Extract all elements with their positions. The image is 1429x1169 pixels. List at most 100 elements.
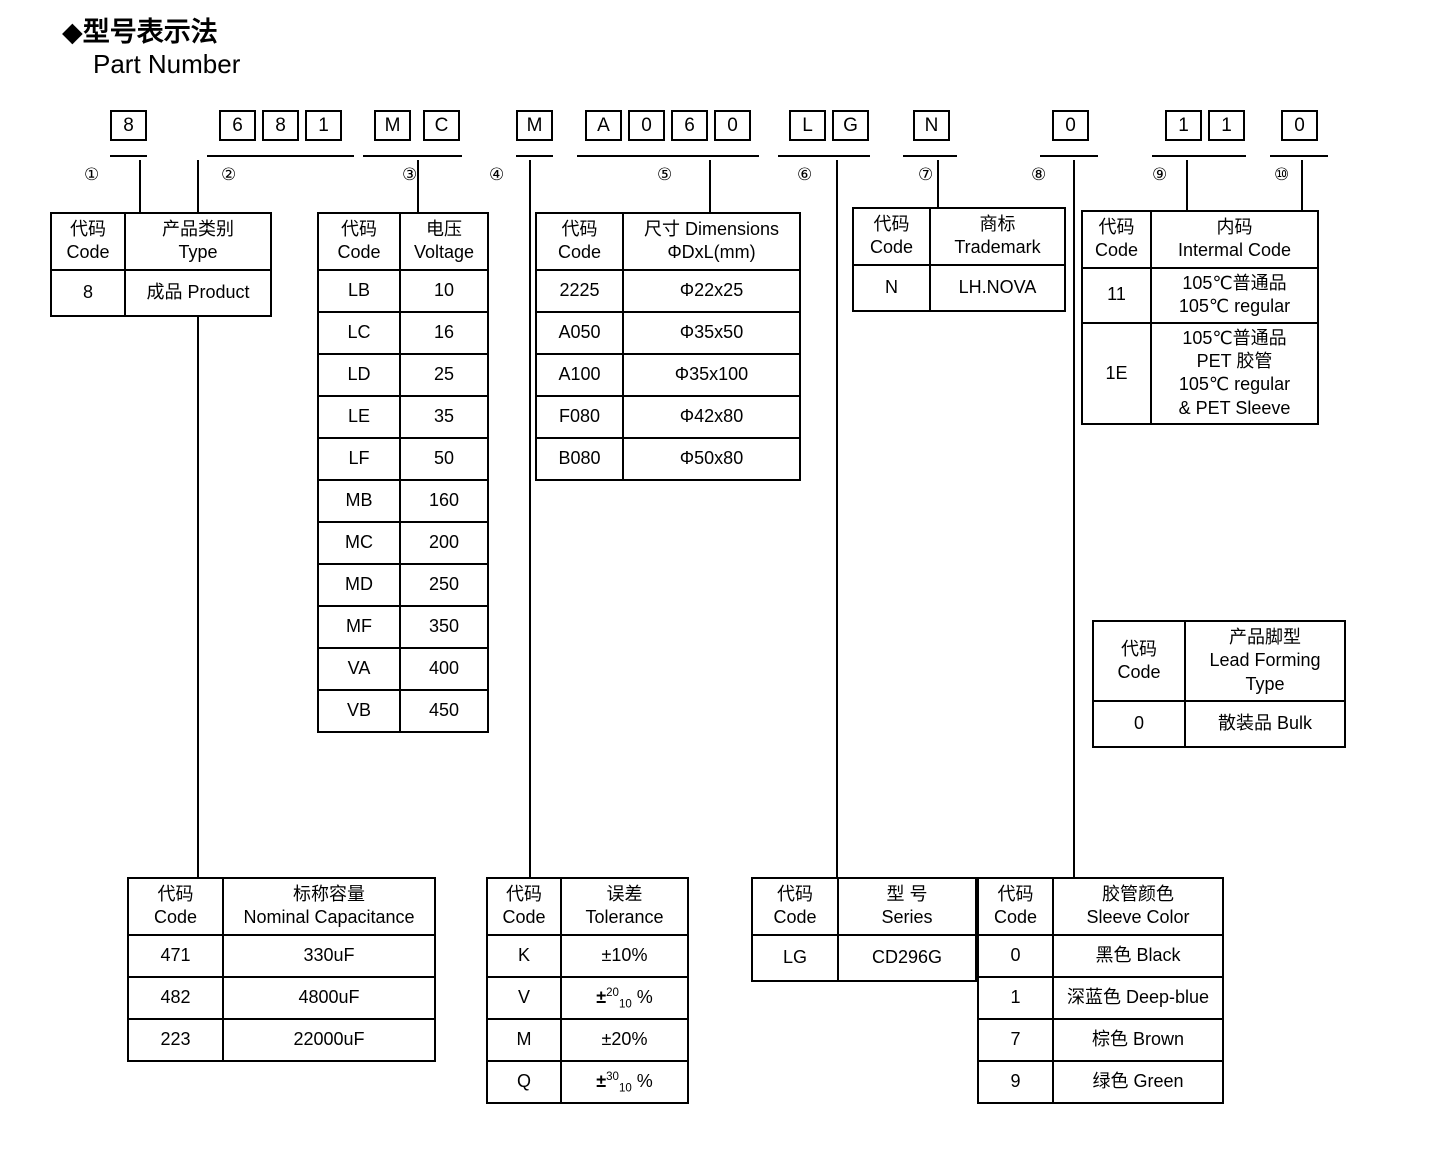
cell-value: 350	[399, 604, 489, 649]
table-header-row: 代码 Code 商标 Trademark	[852, 207, 1066, 266]
cell-value: 250	[399, 562, 489, 607]
group-index-5: ⑤	[657, 165, 673, 184]
group-index-4: ④	[489, 165, 505, 184]
table-row: 11 105℃普通品 105℃ regular	[1081, 266, 1319, 324]
cell-code: A050	[535, 310, 624, 355]
code-box-5-4: 0	[714, 110, 751, 141]
cell-code: VA	[317, 646, 401, 691]
table-row: K ±10%	[486, 933, 689, 978]
cell-value: 黑色 Black	[1052, 933, 1224, 978]
group-index-9: ⑨	[1152, 165, 1168, 184]
cell-code: F080	[535, 394, 624, 439]
header-value: 尺寸 Dimensions ΦDxL(mm)	[622, 212, 801, 271]
group-index-7: ⑦	[918, 165, 934, 184]
cell-value: 160	[399, 478, 489, 523]
connector-line-2	[197, 160, 199, 877]
cell-code: Q	[486, 1059, 562, 1104]
connector-line-5	[709, 160, 711, 212]
connector-line-4	[529, 160, 531, 877]
group-underline-7	[903, 155, 957, 157]
page-title-cn: ◆型号表示法	[62, 17, 218, 47]
connector-line-6	[836, 160, 838, 877]
cell-code: 2225	[535, 268, 624, 313]
header-code: 代码 Code	[1092, 619, 1186, 703]
header-code: 代码 Code	[977, 877, 1054, 936]
code-box-2-1: 6	[219, 110, 256, 141]
group-index-3: ③	[402, 165, 418, 184]
cell-value: 330uF	[222, 933, 436, 978]
table-header-row: 代码 Code 标称容量 Nominal Capacitance	[127, 877, 436, 936]
cell-value: 22000uF	[222, 1017, 436, 1062]
table-internal-code: 代码 Code 内码 Intermal Code 11 105℃普通品 105℃…	[1081, 210, 1319, 426]
group-index-6: ⑥	[797, 165, 813, 184]
header-value: 电压 Voltage	[399, 212, 489, 271]
header-code: 代码 Code	[317, 212, 401, 271]
header-value: 误差 Tolerance	[560, 877, 689, 936]
cell-code: 8	[50, 268, 126, 317]
code-box-3-1: M	[374, 110, 411, 141]
header-value: 型 号 Series	[837, 877, 977, 936]
table-lead-forming: 代码 Code 产品脚型 Lead Forming Type 0 散装品 Bul…	[1092, 619, 1346, 749]
group-underline-4	[516, 155, 553, 157]
code-box-5-3: 6	[671, 110, 708, 141]
cell-code: 9	[977, 1059, 1054, 1104]
table-header-row: 代码 Code 误差 Tolerance	[486, 877, 689, 936]
table-trademark: 代码 Code 商标 Trademark N LH.NOVA	[852, 207, 1066, 312]
header-code: 代码 Code	[852, 207, 931, 266]
header-code: 代码 Code	[50, 212, 126, 271]
cell-code: LF	[317, 436, 401, 481]
cell-code: MC	[317, 520, 401, 565]
code-box-2-3: 1	[305, 110, 342, 141]
cell-code: LG	[751, 933, 839, 982]
cell-code: 223	[127, 1017, 224, 1062]
cell-value: 50	[399, 436, 489, 481]
cell-code: 471	[127, 933, 224, 978]
table-type: 代码 Code 产品类别 Type 8 成品 Product	[50, 212, 272, 317]
header-value: 标称容量 Nominal Capacitance	[222, 877, 436, 936]
cell-code: V	[486, 975, 562, 1020]
group-index-1: ①	[84, 165, 100, 184]
code-box-2-2: 8	[262, 110, 299, 141]
header-code: 代码 Code	[127, 877, 224, 936]
cell-code: K	[486, 933, 562, 978]
cell-code: M	[486, 1017, 562, 1062]
code-box-7-1: N	[913, 110, 950, 141]
cell-value: Φ22x25	[622, 268, 801, 313]
code-box-5-1: A	[585, 110, 622, 141]
code-box-9-1: 1	[1165, 110, 1202, 141]
table-row: Q ±3010 %	[486, 1059, 689, 1104]
table-header-row: 代码 Code 型 号 Series	[751, 877, 977, 936]
header-code: 代码 Code	[486, 877, 562, 936]
cell-value: 450	[399, 688, 489, 733]
header-value: 商标 Trademark	[929, 207, 1066, 266]
cell-value: 105℃普通品 105℃ regular	[1150, 266, 1319, 324]
code-box-1-1: 8	[110, 110, 147, 141]
group-underline-1	[110, 155, 147, 157]
cell-code: B080	[535, 436, 624, 481]
cell-value-ranged: ±3010 %	[560, 1059, 689, 1104]
table-row: 8 成品 Product	[50, 268, 272, 317]
cell-code: LD	[317, 352, 401, 397]
connector-line-10	[1301, 160, 1303, 210]
cell-value: 4800uF	[222, 975, 436, 1020]
group-underline-3	[363, 155, 462, 157]
code-box-8-1: 0	[1052, 110, 1089, 141]
group-underline-8	[1040, 155, 1098, 157]
cell-code: MD	[317, 562, 401, 607]
group-underline-10	[1270, 155, 1328, 157]
cell-value: Φ42x80	[622, 394, 801, 439]
cell-value: Φ50x80	[622, 436, 801, 481]
